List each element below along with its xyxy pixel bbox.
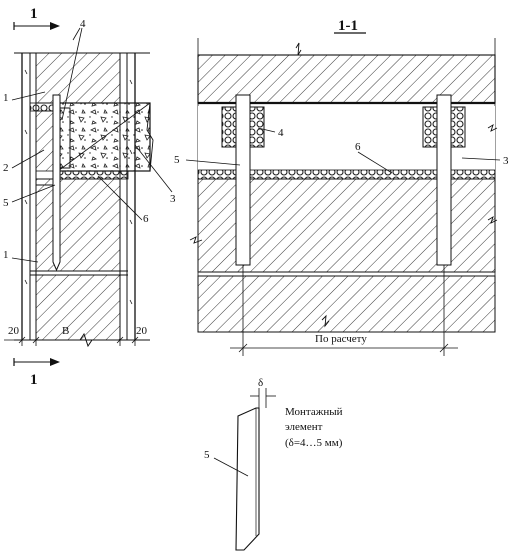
dim-delta: δ: [258, 377, 263, 389]
callout-4-left: 4: [80, 18, 86, 30]
callout-1b: 1: [3, 249, 9, 261]
right-callouts: [185, 127, 501, 174]
section-title: 1-1: [338, 18, 358, 34]
left-dimensions: [4, 334, 150, 346]
mounting-element-line3: (δ=4…5 мм): [285, 437, 343, 449]
dim-right-gap: 20: [136, 325, 148, 337]
callout-6-right: 6: [355, 141, 361, 153]
section-mark-top-label: 1: [30, 6, 38, 22]
callout-6-left: 6: [143, 213, 149, 225]
callout-1a: 1: [3, 92, 9, 104]
callout-5-left: 5: [3, 197, 9, 209]
mounting-element-line2: элемент: [285, 421, 323, 433]
dim-width: B: [62, 325, 69, 337]
right-section-view: [189, 38, 498, 333]
left-callouts: [11, 27, 173, 263]
section-mark-top: 1: [13, 6, 60, 30]
section-mark-bottom: 1: [13, 358, 60, 388]
callout-5-element: 5: [204, 449, 210, 461]
mounting-element: [213, 388, 276, 551]
left-section-view: [14, 52, 154, 348]
callout-3-left: 3: [170, 193, 176, 205]
section-mark-bottom-label: 1: [30, 372, 38, 388]
callout-3-right: 3: [503, 155, 509, 167]
callout-5-right: 5: [174, 154, 180, 166]
callout-4-right: 4: [278, 127, 284, 139]
spacing-dimension: [230, 265, 458, 356]
mounting-element-line1: Монтажный: [285, 406, 343, 418]
dim-left-gap: 20: [8, 325, 20, 337]
dim-spacing: По расчету: [315, 333, 367, 345]
callout-2: 2: [3, 162, 9, 174]
